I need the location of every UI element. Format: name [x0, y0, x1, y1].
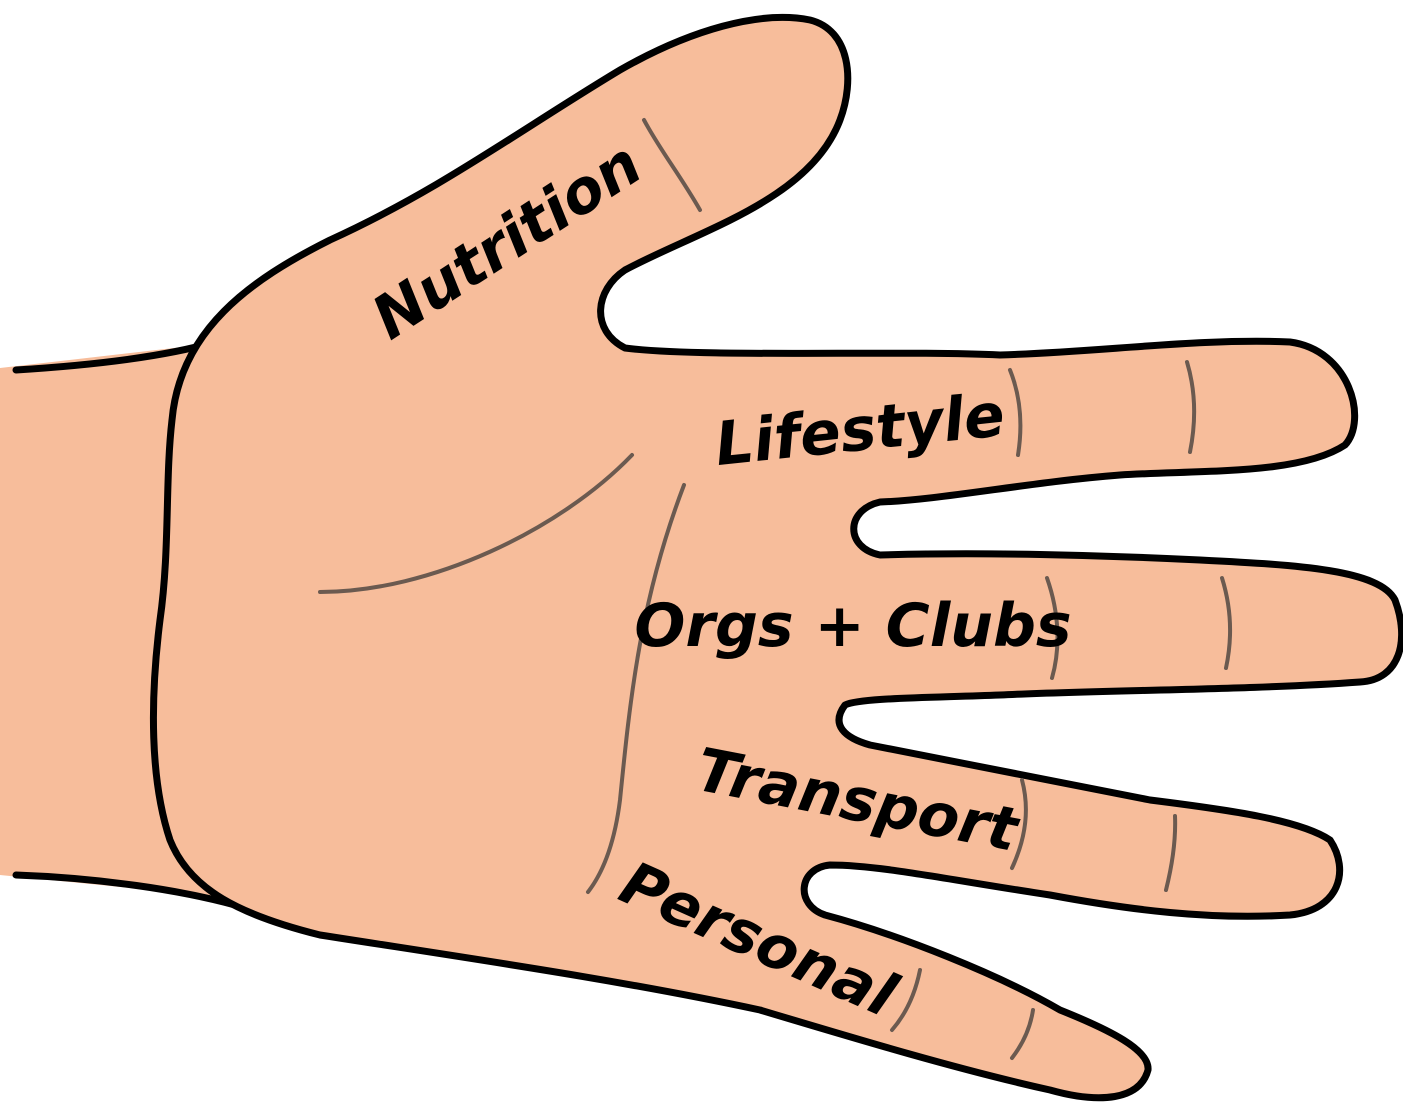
middle-finger-label: Orgs + Clubs [634, 591, 1071, 661]
